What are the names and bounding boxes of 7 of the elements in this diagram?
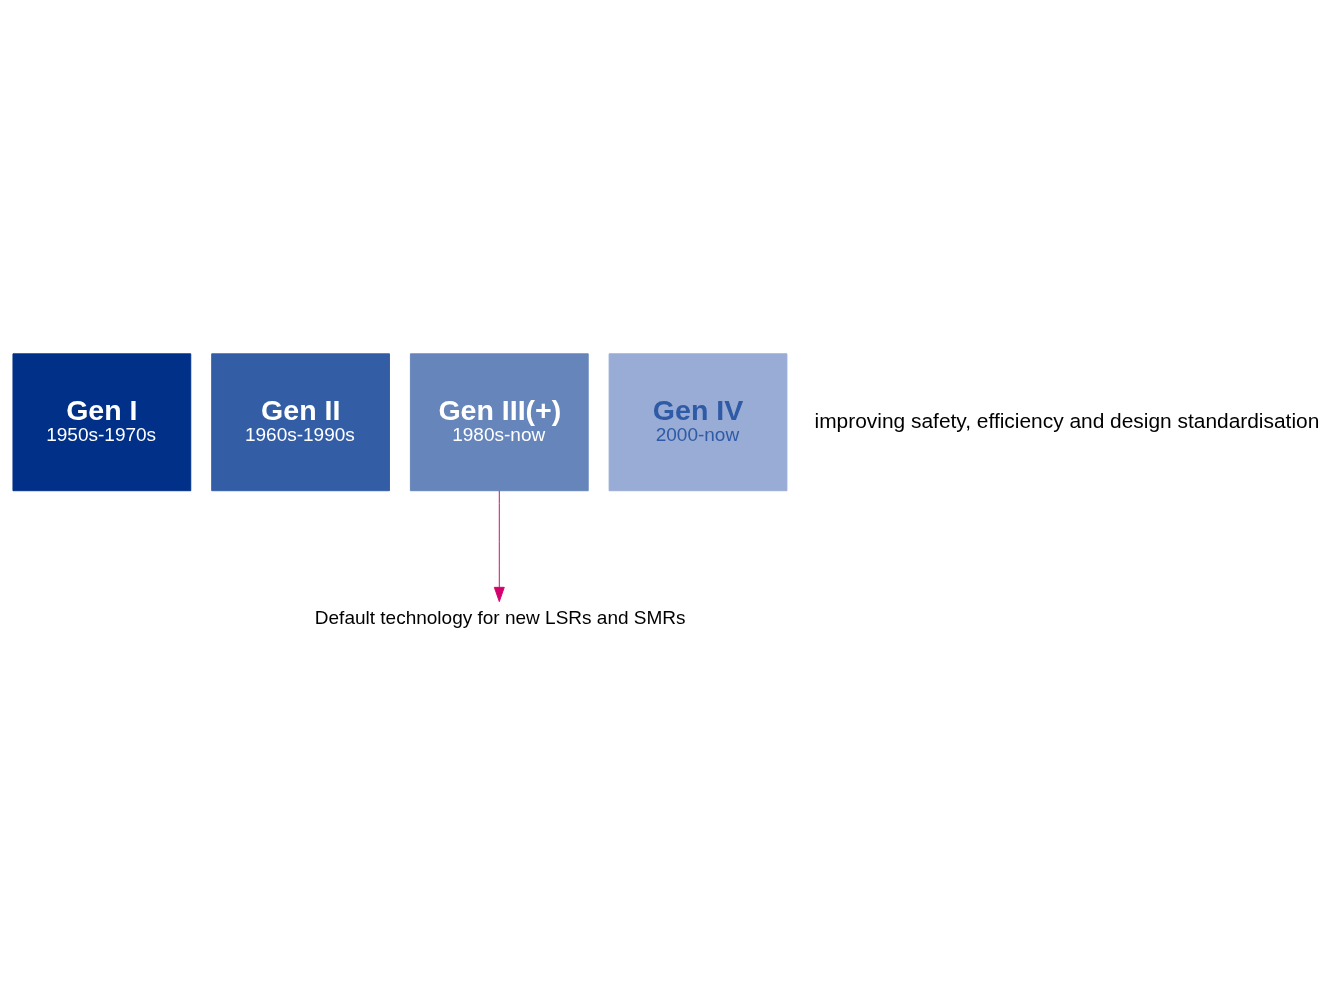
label: improving safety, efficiency and design standardisation <box>814 408 1320 432</box>
arrow <box>493 489 505 602</box>
node-box: Gen IV 2000-now <box>608 352 788 491</box>
node-box: Gen II 1960s-1990s <box>211 352 390 491</box>
node-text: Default technology for new LSRs and SMRs <box>314 606 686 628</box>
node-box: Gen I 1950s-1970s <box>12 352 192 491</box>
node-box: Gen III(+) 1980s-now <box>409 352 589 491</box>
